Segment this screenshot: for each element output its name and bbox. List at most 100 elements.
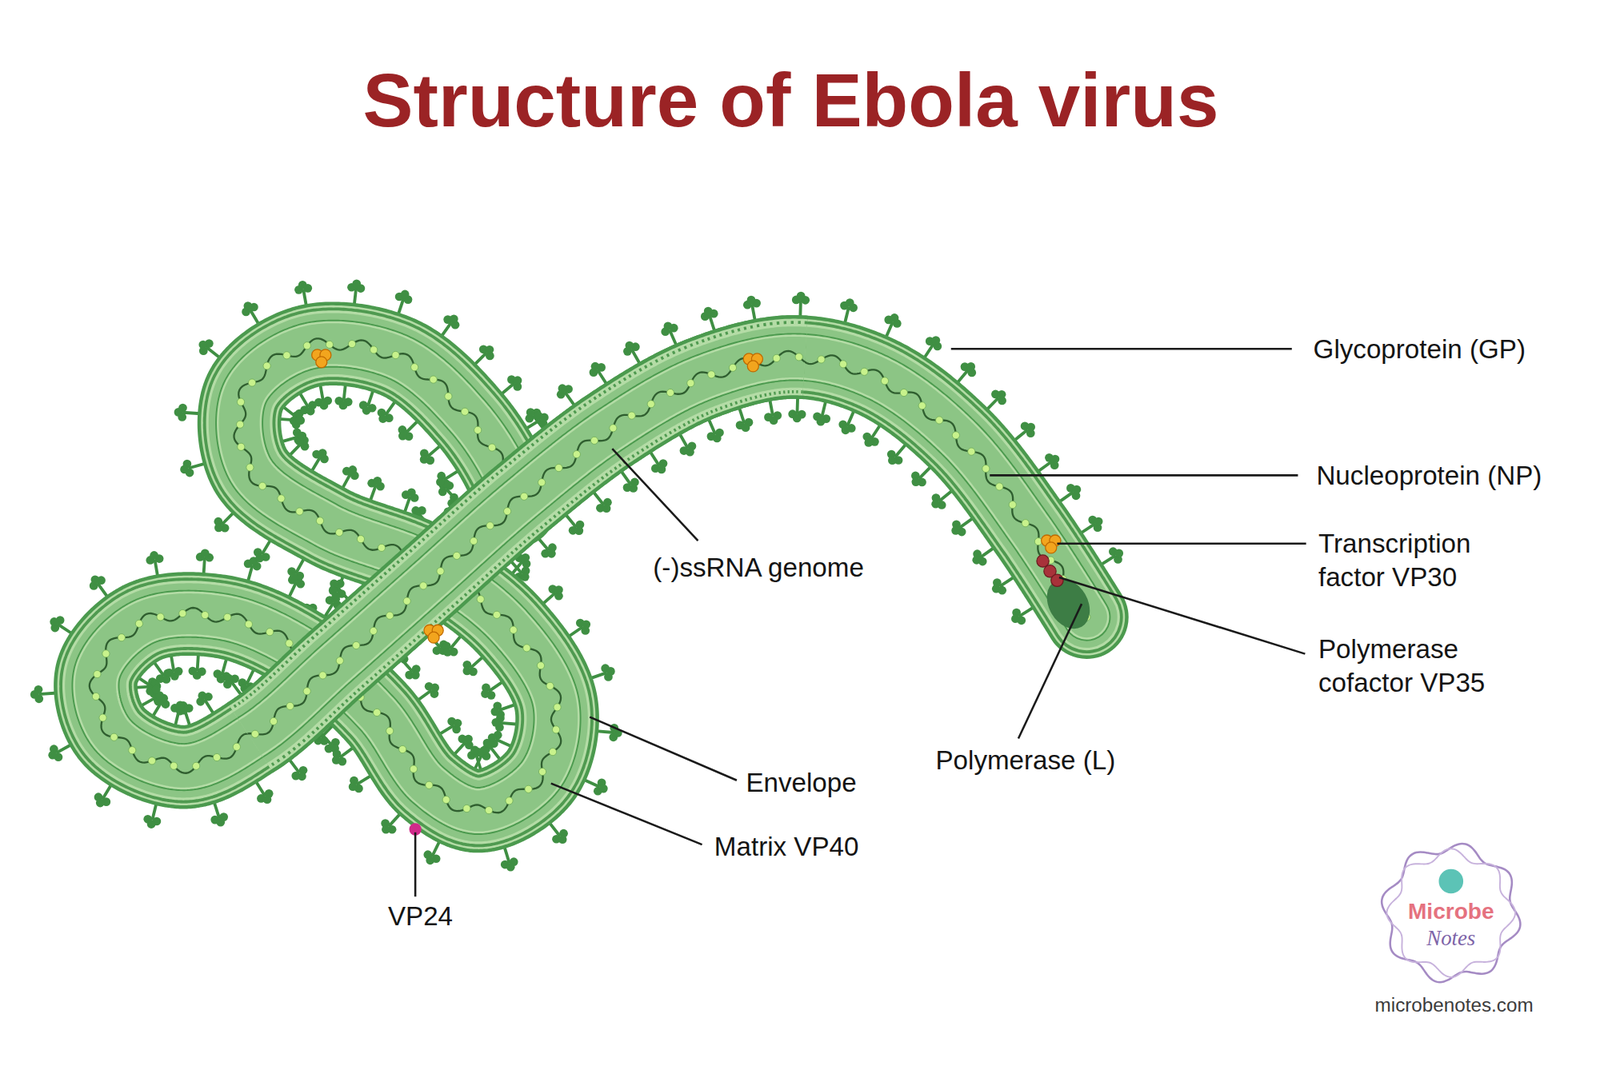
tube-layer — [95, 344, 1087, 812]
spike-head — [332, 756, 341, 765]
nucleoprotein-dot — [647, 400, 655, 408]
glycoprotein-spike — [481, 739, 501, 761]
spike-head — [425, 856, 435, 865]
nucleoprotein-dot — [572, 450, 580, 458]
nucleoprotein-dot — [399, 745, 407, 753]
glycoprotein-spike — [145, 551, 164, 578]
glycoprotein-spike — [541, 584, 563, 605]
spike-head — [348, 782, 358, 792]
tube-layer — [250, 356, 806, 738]
tube-layer — [95, 344, 1087, 812]
nucleoprotein-dot — [128, 747, 136, 755]
nucleoprotein-dot — [348, 340, 356, 348]
spike-head — [540, 413, 549, 423]
part-label: Envelope — [745, 766, 899, 800]
spike-head — [378, 414, 388, 424]
glycoprotein-spike — [214, 512, 236, 533]
glycoprotein-spike — [764, 398, 782, 425]
spike-head — [200, 548, 210, 558]
tube-layer — [95, 344, 1087, 812]
nucleoprotein-dot — [93, 670, 101, 678]
glycoprotein-spikes — [30, 279, 1124, 872]
spike-head — [628, 484, 638, 493]
nucleoprotein-dot — [504, 508, 512, 516]
nucleoprotein-dot — [509, 626, 517, 634]
glycoprotein-spike — [491, 714, 518, 732]
glycoprotein-spike — [1013, 421, 1036, 441]
glycoprotein-spike — [840, 298, 858, 325]
glycoprotein-spike — [583, 778, 608, 796]
nucleoprotein-dot — [316, 517, 324, 525]
spike-head — [931, 336, 940, 345]
glycoprotein-spike — [30, 685, 57, 704]
glycoprotein-spike — [294, 280, 312, 308]
vp30-cluster — [424, 624, 444, 644]
nucleoprotein-dot — [369, 627, 377, 635]
nucleoprotein-dot — [728, 364, 736, 372]
glycoprotein-spike — [341, 465, 359, 490]
nucleoprotein-dot — [708, 371, 716, 379]
spike-head — [214, 524, 224, 533]
glycoprotein-spike — [143, 802, 161, 829]
nucleoprotein-dot — [352, 641, 360, 649]
nucleoprotein-dot — [420, 582, 428, 590]
tube-layer — [95, 344, 1087, 812]
glycoprotein-spike — [956, 362, 977, 384]
leader-line — [1018, 604, 1082, 739]
spike-head — [606, 667, 616, 676]
leader-line — [1056, 543, 1306, 546]
spike-head — [174, 408, 184, 417]
nucleoprotein-dot — [244, 620, 252, 628]
nucleoprotein-dot — [936, 416, 944, 424]
spike-head — [470, 746, 480, 756]
spike-head — [1026, 423, 1036, 432]
nucleoprotein-dot — [263, 362, 271, 370]
spike-head — [464, 735, 473, 744]
glycoprotein-spike — [1036, 453, 1060, 472]
spike-head — [997, 390, 1007, 400]
glycoprotein-spike — [923, 336, 942, 360]
nucleoprotein-dot — [403, 597, 411, 605]
spike-head — [462, 667, 472, 676]
spike-head — [398, 432, 408, 441]
spike-head — [296, 416, 305, 425]
nucleoprotein-dot — [880, 377, 888, 385]
glycoprotein-spike — [213, 657, 232, 684]
spike-head — [816, 417, 826, 427]
nucleoprotein-dot — [420, 582, 428, 590]
spike-head — [149, 551, 159, 560]
glycoprotein-spike — [491, 701, 517, 720]
spike-head — [255, 554, 264, 564]
glycoprotein-spike — [180, 460, 206, 478]
glycoprotein-spike — [210, 800, 228, 827]
spike-head — [381, 825, 391, 835]
spike-head — [581, 620, 591, 630]
part-label: Polymerase (L) — [918, 744, 1133, 778]
glycoprotein-spike — [164, 654, 183, 681]
leader-line — [612, 448, 698, 541]
nucleoprotein-dot — [524, 785, 532, 793]
logo-text: microbenotes.com — [1341, 993, 1567, 1019]
nucleoprotein-dot — [266, 628, 274, 636]
nucleoprotein-dot — [237, 443, 245, 451]
tube-layer — [250, 356, 806, 738]
glycoprotein-spike — [367, 476, 385, 503]
nucleoprotein-dot — [356, 536, 364, 544]
nucleoprotein-dot — [248, 379, 256, 387]
spike-head — [339, 401, 348, 411]
spike-head — [520, 572, 530, 582]
virion-body-crossing — [247, 351, 805, 738]
glycoprotein-spike — [253, 539, 272, 563]
spike-head — [888, 456, 897, 465]
spike-head — [1114, 548, 1124, 558]
spike-head — [298, 280, 308, 290]
nucleoprotein-dot — [285, 640, 293, 648]
leader-line — [414, 832, 417, 897]
nucleoprotein-dot — [192, 762, 200, 770]
nucleoprotein-dot — [687, 380, 695, 388]
nucleoprotein-dot — [572, 450, 580, 458]
leader-line — [551, 784, 703, 846]
nucleoprotein-dot — [452, 552, 460, 560]
vp30-cluster — [312, 349, 332, 368]
leader-line — [989, 474, 1298, 477]
